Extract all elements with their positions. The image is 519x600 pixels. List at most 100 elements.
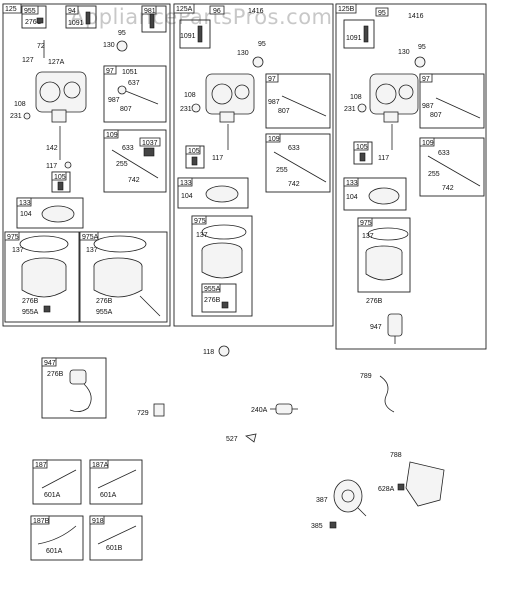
box-tag	[191, 215, 207, 225]
throttle-shaft-part	[281, 95, 327, 117]
box-label: 125A	[176, 6, 193, 13]
part-label: 137	[196, 232, 208, 239]
kit-box-187B	[30, 515, 84, 561]
part-label: 628A	[378, 486, 395, 493]
part-label: 955A	[22, 309, 39, 316]
screw-part	[363, 25, 369, 43]
gasket-part	[414, 56, 426, 68]
box-tag	[16, 197, 32, 207]
kit-box-187	[32, 459, 82, 505]
box-tag	[103, 65, 117, 75]
part-label: 95	[418, 44, 426, 51]
part-label: 601A	[100, 492, 117, 499]
box-tag	[32, 459, 48, 469]
part-label: 255	[428, 171, 440, 178]
part-label: 1051	[122, 69, 138, 76]
part-label: 807	[278, 108, 290, 115]
box-label: 97	[106, 68, 114, 75]
kit-box-97	[103, 65, 167, 123]
part-label: 117	[212, 155, 223, 162]
box-tag	[353, 141, 369, 151]
part-label: 729	[137, 410, 149, 417]
kit-box-97	[265, 73, 331, 129]
part-label: 255	[116, 161, 128, 168]
kit-box-918	[89, 515, 143, 561]
float-bowl-part	[93, 257, 143, 298]
box-label: 187A	[92, 462, 109, 469]
box-label: 955A	[204, 286, 221, 293]
washer-part	[191, 103, 201, 113]
part-label: 118	[203, 349, 214, 356]
kit-box-975	[357, 217, 411, 293]
plug-part	[36, 17, 44, 24]
box-tag	[201, 283, 221, 293]
clip-part	[153, 403, 165, 417]
part-label: 527	[226, 436, 238, 443]
part-label: 276B	[96, 298, 113, 305]
fuel-line-part	[97, 525, 137, 545]
part-label: 276B	[22, 298, 39, 305]
box-label: 187	[35, 462, 47, 469]
jet-part	[191, 156, 198, 166]
box-label: 955	[24, 8, 36, 15]
part-label: 385	[311, 523, 323, 530]
carburetor-body	[205, 73, 255, 123]
part-label: 955A	[96, 309, 113, 316]
jet-part	[359, 152, 366, 162]
box-label: 109	[268, 136, 280, 143]
box-label: 187B	[33, 518, 50, 525]
fuel-filter-part	[270, 403, 298, 415]
float-bowl-part	[21, 257, 67, 298]
part-label: 117	[378, 155, 389, 162]
part-label: 987	[268, 99, 280, 106]
part-label: 807	[120, 106, 132, 113]
box-tag	[103, 129, 119, 139]
part-label: 1091	[180, 33, 196, 40]
carburetor-body	[369, 73, 419, 123]
part-label: 601A	[44, 492, 61, 499]
part-label: 947	[370, 324, 382, 331]
part-label: 788	[390, 452, 402, 459]
part-label: 137	[86, 247, 98, 254]
box-label: 1037	[142, 140, 158, 147]
bowl-gasket-part	[19, 235, 69, 253]
box-tag	[375, 7, 389, 17]
part-label: 108	[184, 92, 196, 99]
washer-part	[64, 161, 72, 169]
box-tag	[2, 3, 22, 14]
nut-part	[218, 345, 230, 357]
box-tag	[89, 459, 109, 469]
part-label: 231	[180, 106, 192, 113]
choke-shaft-part	[427, 155, 481, 187]
part-label: 130	[103, 42, 115, 49]
box-tag	[357, 217, 373, 227]
part-label: 987	[422, 103, 434, 110]
box-label: 975	[360, 220, 372, 227]
box-tag	[65, 5, 79, 15]
box-label: 125B	[338, 6, 355, 13]
float-bowl-part	[365, 245, 403, 281]
part-label: 1416	[408, 13, 424, 20]
box-label: 105	[356, 144, 368, 151]
lever-part	[117, 85, 127, 95]
screw-part	[197, 25, 203, 43]
kit-box-109	[419, 137, 485, 197]
kit-box-125	[2, 3, 171, 327]
part-label: 104	[346, 194, 358, 201]
box-tag	[30, 515, 50, 525]
screw-part	[85, 11, 91, 25]
spring-part	[143, 147, 155, 157]
wire-harness-part	[379, 375, 395, 413]
part-label: 276B	[366, 298, 383, 305]
part-label: 1091	[68, 20, 84, 27]
box-tag	[89, 515, 105, 525]
kit-box-96	[179, 19, 211, 49]
box-label: 105	[54, 174, 66, 181]
part-label: 108	[350, 94, 362, 101]
part-label: 1091	[346, 35, 362, 42]
box-label: 133	[346, 180, 358, 187]
choke-shaft-part	[273, 151, 327, 183]
box-tag	[41, 357, 57, 367]
